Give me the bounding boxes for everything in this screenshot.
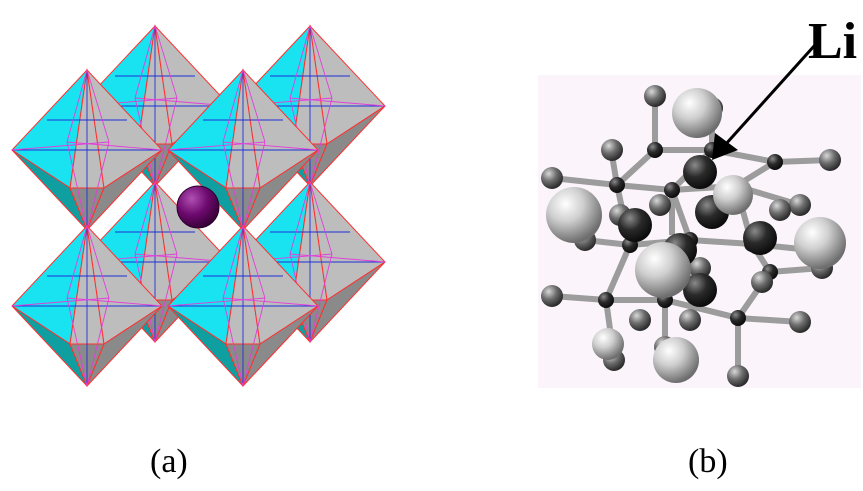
octahedron	[11, 68, 163, 232]
large-cation-atom	[592, 328, 624, 360]
anion-atom	[649, 194, 671, 216]
large-cation-atom	[546, 187, 602, 243]
li-atom	[743, 221, 777, 255]
anion-atom	[789, 194, 811, 216]
junction-atom	[598, 292, 614, 308]
anion-atom	[727, 365, 749, 387]
large-cation-atom	[672, 88, 722, 138]
a-site-ion	[176, 185, 220, 229]
li-pointer-arrow	[712, 43, 817, 160]
anion-atom	[789, 311, 811, 333]
anion-atom	[769, 199, 791, 221]
anion-atom	[541, 285, 563, 307]
li-atom	[683, 273, 717, 307]
anion-atom	[601, 139, 623, 161]
panel-a-octahedra-network	[11, 24, 386, 388]
anion-atom	[751, 271, 773, 293]
large-cation-atom	[713, 175, 753, 215]
anion-atom	[541, 167, 563, 189]
large-cation-atom	[794, 217, 846, 269]
junction-atom	[767, 154, 783, 170]
caption-b: (b)	[688, 443, 728, 480]
caption-a: (a)	[150, 443, 188, 480]
anion-atom	[689, 257, 711, 279]
atom-set	[541, 85, 846, 387]
li-atom	[683, 155, 717, 189]
octahedron	[11, 224, 163, 388]
li-atom	[618, 208, 652, 242]
large-cation-atom	[635, 242, 691, 298]
li-label: Li	[808, 13, 858, 70]
junction-atom	[664, 182, 680, 198]
large-cation-atom	[653, 337, 699, 383]
anion-atom	[679, 309, 701, 331]
anion-atom	[629, 309, 651, 331]
anion-atom	[644, 85, 666, 107]
junction-atom	[730, 310, 746, 326]
anion-atom	[819, 149, 841, 171]
junction-atom	[647, 142, 663, 158]
junction-atom	[609, 177, 625, 193]
octahedron	[167, 224, 319, 388]
panel-b-ball-stick-structure	[538, 75, 861, 388]
